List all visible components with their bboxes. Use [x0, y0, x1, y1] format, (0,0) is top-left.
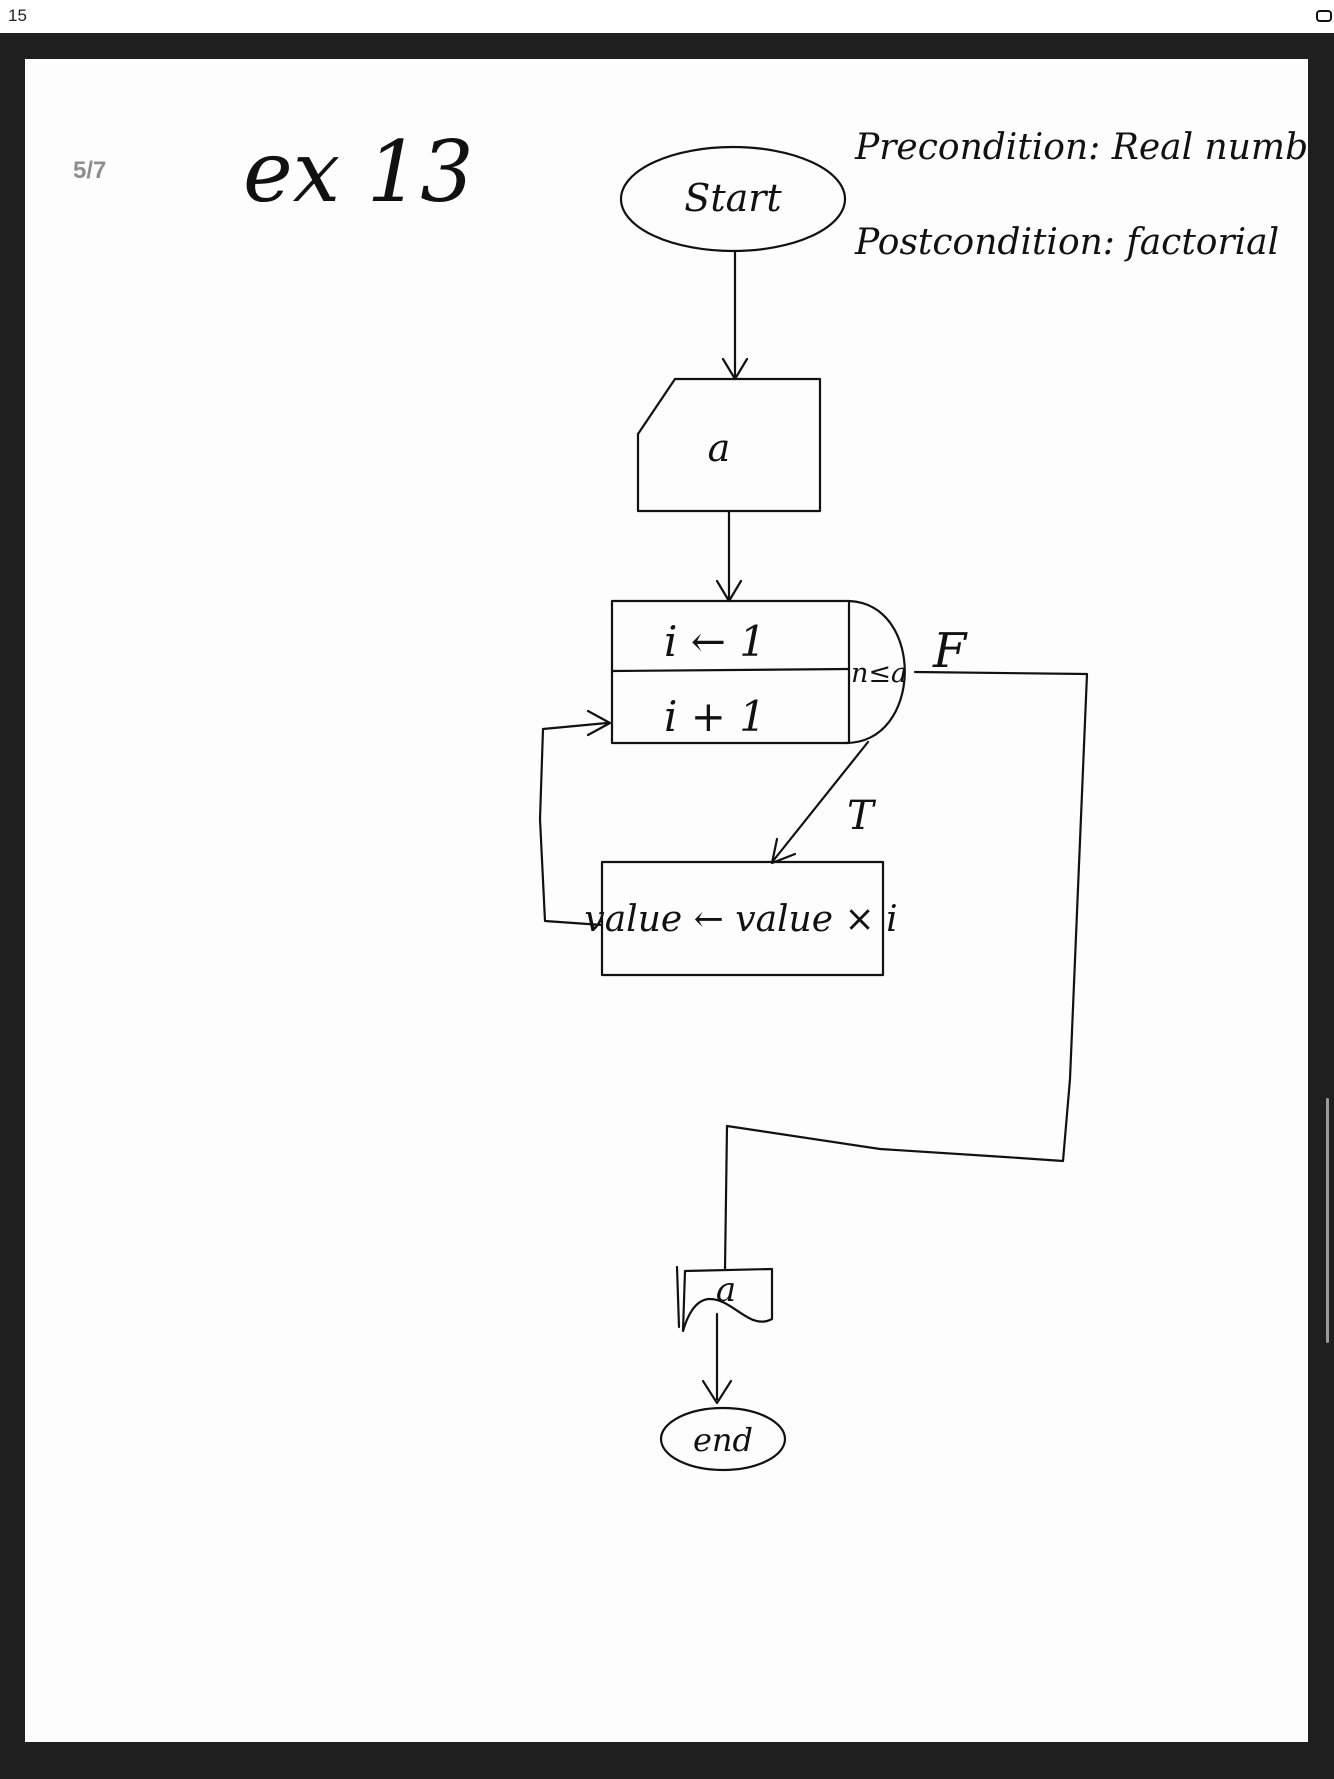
start-label: Start	[684, 176, 782, 220]
document-viewer: 5/7 ex 13 Precondition: Real number. Pos…	[0, 33, 1334, 1779]
loop-init-label: i ← 1	[664, 617, 766, 666]
process-box	[600, 860, 885, 977]
start-to-input-arrow	[721, 249, 749, 381]
scrollbar-thumb[interactable]	[1326, 1098, 1329, 1343]
loop-divider	[610, 667, 851, 673]
loop-back-arrow	[538, 709, 612, 927]
postcondition-note: Postcondition: factorial	[854, 222, 1279, 263]
loop-update-label: i + 1	[664, 692, 766, 741]
process-label: value ← value × i	[584, 899, 897, 940]
notebook-page: 5/7 ex 13 Precondition: Real number. Pos…	[25, 59, 1308, 1742]
page-indicator[interactable]: 5/7	[73, 157, 107, 184]
battery-icon	[1316, 10, 1332, 22]
output-left-mark	[675, 1265, 681, 1329]
end-label: end	[693, 1421, 753, 1459]
loop-condition-label: n≤a	[851, 658, 907, 689]
status-bar: 15	[0, 0, 1334, 33]
input-label: a	[708, 426, 731, 470]
output-box	[681, 1267, 774, 1333]
flowchart-diagram: ex 13 Precondition: Real number. Postcon…	[243, 123, 1308, 1472]
start-terminal	[619, 145, 847, 253]
page-title: ex 13	[243, 123, 474, 221]
true-label: T	[847, 793, 877, 839]
precondition-note: Precondition: Real number.	[854, 127, 1308, 168]
status-time: 15	[8, 6, 27, 25]
end-terminal	[659, 1406, 787, 1472]
false-branch-line	[723, 670, 1089, 1271]
false-label: F	[932, 623, 968, 679]
input-to-loop-arrow	[715, 509, 743, 603]
output-label: a	[716, 1270, 736, 1310]
output-to-end-arrow	[701, 1312, 733, 1405]
loop-condition-cap	[843, 599, 906, 745]
